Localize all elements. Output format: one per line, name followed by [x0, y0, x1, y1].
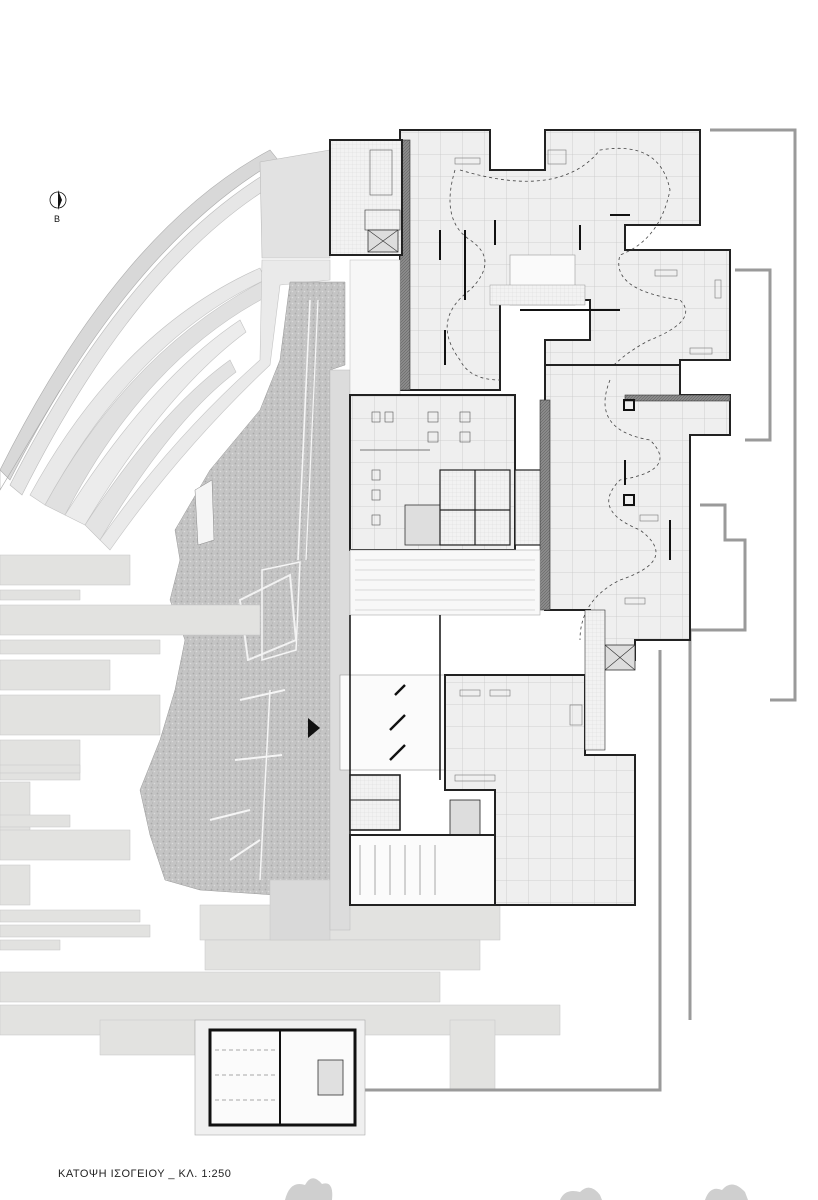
south-hall — [444, 609, 636, 906]
corridor — [349, 259, 401, 396]
curved-ramp — [0, 149, 331, 551]
entrance-arrow-icon — [308, 718, 320, 738]
auditorium-block — [349, 774, 496, 906]
east-exhibition-wing — [539, 364, 731, 671]
tree-silhouettes — [285, 1178, 748, 1200]
service-block-north — [329, 139, 403, 256]
north-arrow-icon: Β — [49, 190, 67, 224]
gravel-garden — [139, 281, 346, 906]
entrance-hall — [339, 549, 541, 900]
drawing-caption: ΚΑΤΟΨΗ ΙΣΟΓΕΙΟΥ _ ΚΛ. 1:250 — [58, 1168, 232, 1180]
walkway — [329, 369, 351, 931]
north-exhibition-hall — [399, 129, 731, 396]
outbuilding — [194, 1019, 366, 1136]
north-label: Β — [54, 214, 60, 224]
cafe-room — [349, 394, 546, 551]
